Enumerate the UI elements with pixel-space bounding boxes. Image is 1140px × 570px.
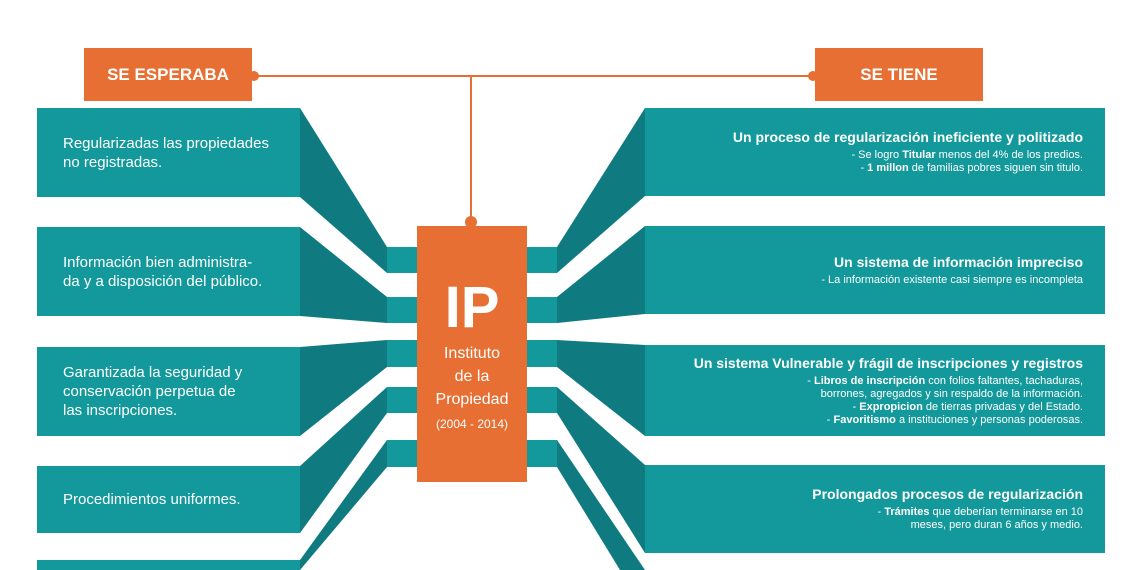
item-detail: - Favoritismo a instituciones y personas… — [826, 413, 1083, 426]
expected-header: SE ESPERABA — [84, 48, 252, 101]
expected-item: Garantizada la seguridad y conservación p… — [37, 347, 300, 436]
header-connector — [249, 71, 818, 228]
institute-abbr: IP — [444, 275, 500, 340]
item-text: las inscripciones. — [63, 402, 178, 419]
item-title: Un proceso de regularización ineficiente… — [732, 129, 1083, 145]
actual-item: Un sistema de información impreciso - La … — [645, 226, 1105, 314]
expected-item: Información bien administra-da y a dispo… — [37, 227, 300, 316]
item-detail: - Libros de inscripción con folios falta… — [807, 374, 1083, 387]
item-detail: - La información existente casi siempre … — [821, 273, 1083, 286]
item-title: Un sistema Vulnerable y frágil de inscri… — [693, 354, 1083, 371]
stubs — [37, 247, 557, 570]
item-detail: meses, pero duran 6 años y medio. — [910, 519, 1083, 531]
institute-years: (2004 - 2014) — [435, 417, 509, 431]
item-text: Procedimientos uniformes. — [63, 491, 241, 508]
item-text: no registradas. — [63, 153, 163, 171]
item-text: Información bien administra- — [63, 253, 253, 271]
item-text: Garantizada la seguridad y — [63, 364, 243, 381]
actual-item: Un proceso de regularización ineficiente… — [645, 108, 1105, 196]
item-text: conservación perpetua de — [63, 383, 236, 400]
item-text: da y a disposición del público. — [63, 272, 263, 290]
item-title: Prolongados procesos de regularización — [812, 486, 1083, 502]
actual-item: Un sistema Vulnerable y frágil de inscri… — [645, 345, 1105, 436]
actual-item: Prolongados procesos de regularización - … — [645, 465, 1105, 553]
right-trapezoids — [557, 108, 645, 570]
item-detail: - Trámites que deberían terminarse en 10 — [877, 506, 1083, 518]
item-detail: borrones, agregados y sin respaldo de la… — [820, 387, 1083, 400]
item-detail: - Expropicion de tierras privadas y del … — [852, 400, 1084, 413]
item-text: Regularizadas las propiedades — [63, 134, 269, 152]
expected-item: Procedimientos uniformes. — [37, 466, 300, 533]
item-detail: - 1 millon de familias pobres siguen sin… — [860, 162, 1083, 174]
actual-header: SE TIENE — [815, 48, 983, 101]
left-trapezoids — [300, 108, 387, 570]
item-title: Un sistema de información impreciso — [834, 253, 1083, 270]
item-detail: - Se logro Titular menos del 4% de los p… — [851, 149, 1083, 161]
